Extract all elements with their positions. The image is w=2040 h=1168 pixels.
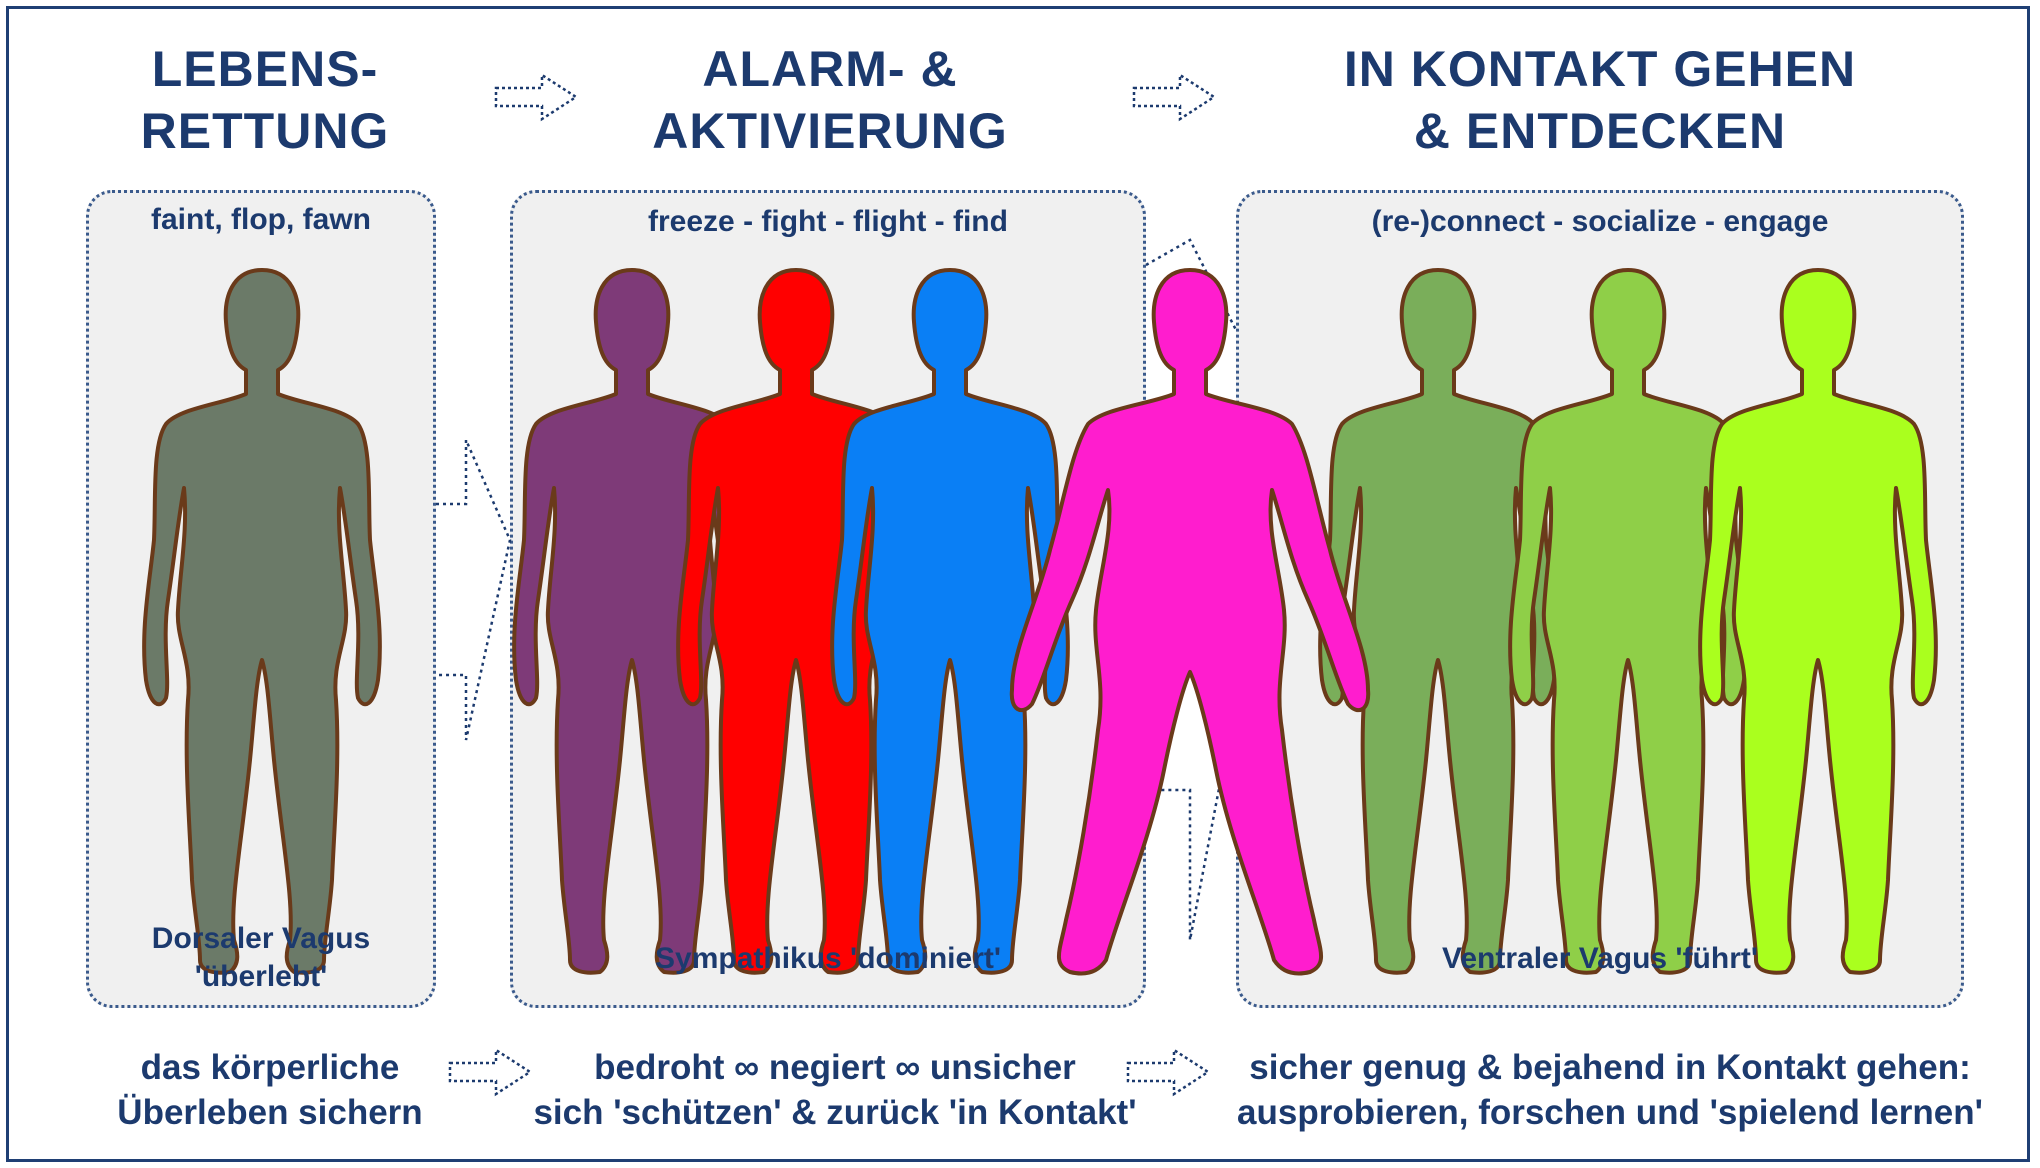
stage-3-panel-bottom-label: Ventraler Vagus 'führt' [1236, 940, 1964, 978]
stage-1-footer: das körperliche Überleben sichern [80, 1045, 460, 1135]
stage-3-panel-top-label: (re-)connect - socialize - engage [1236, 203, 1964, 241]
top-arrow-2 [1134, 75, 1214, 119]
stage-1-panel-top-label: faint, flop, fawn [86, 201, 436, 239]
bottom-arrow-1 [450, 1050, 530, 1094]
panel-arrow-1 [436, 440, 510, 740]
stage-2-footer: bedroht ∞ negiert ∞ unsicher sich 'schüt… [520, 1045, 1150, 1135]
stage-2-panel-top-label: freeze - fight - flight - find [510, 203, 1146, 241]
top-arrow-1 [496, 75, 576, 119]
stage-1-figure-1 [144, 270, 380, 973]
stage-3-footer: sicher genug & bejahend in Kontakt gehen… [1230, 1045, 1990, 1135]
figures-group [144, 270, 1936, 974]
stage-3-figure-3 [1700, 270, 1936, 973]
stage-1-panel-bottom-label: Dorsaler Vagus 'überlebt' [86, 920, 436, 996]
stage-2-panel-bottom-label: Sympathikus 'dominiert' [510, 940, 1146, 978]
